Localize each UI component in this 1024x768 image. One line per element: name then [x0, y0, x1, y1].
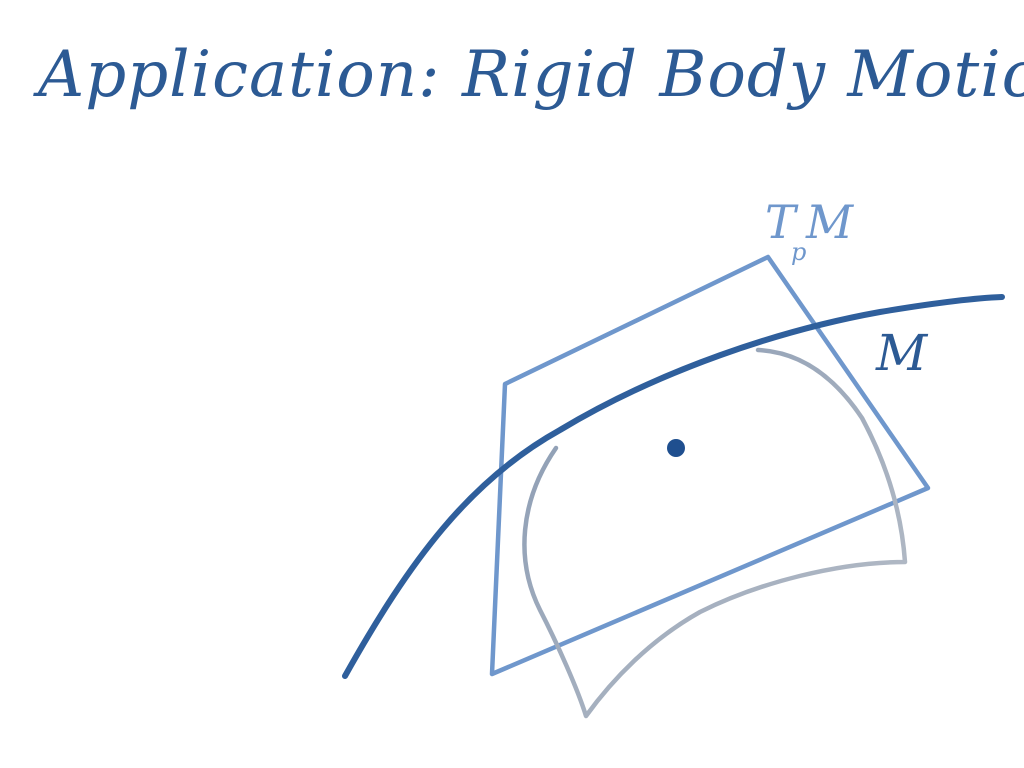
rigid-body-outline [522, 347, 908, 719]
tangent-space-label-t: T [765, 195, 799, 249]
tangent-space-label-p: p [791, 238, 806, 266]
manifold-curve [342, 294, 1005, 679]
tangent-space-label-m: M [805, 195, 855, 249]
point-p [667, 439, 685, 457]
manifold-label: M [875, 324, 929, 382]
page-title: Application: Rigid Body Motion [33, 38, 1024, 112]
tangent-space-label: T p M [765, 195, 855, 266]
tangent-plane [489, 254, 931, 677]
